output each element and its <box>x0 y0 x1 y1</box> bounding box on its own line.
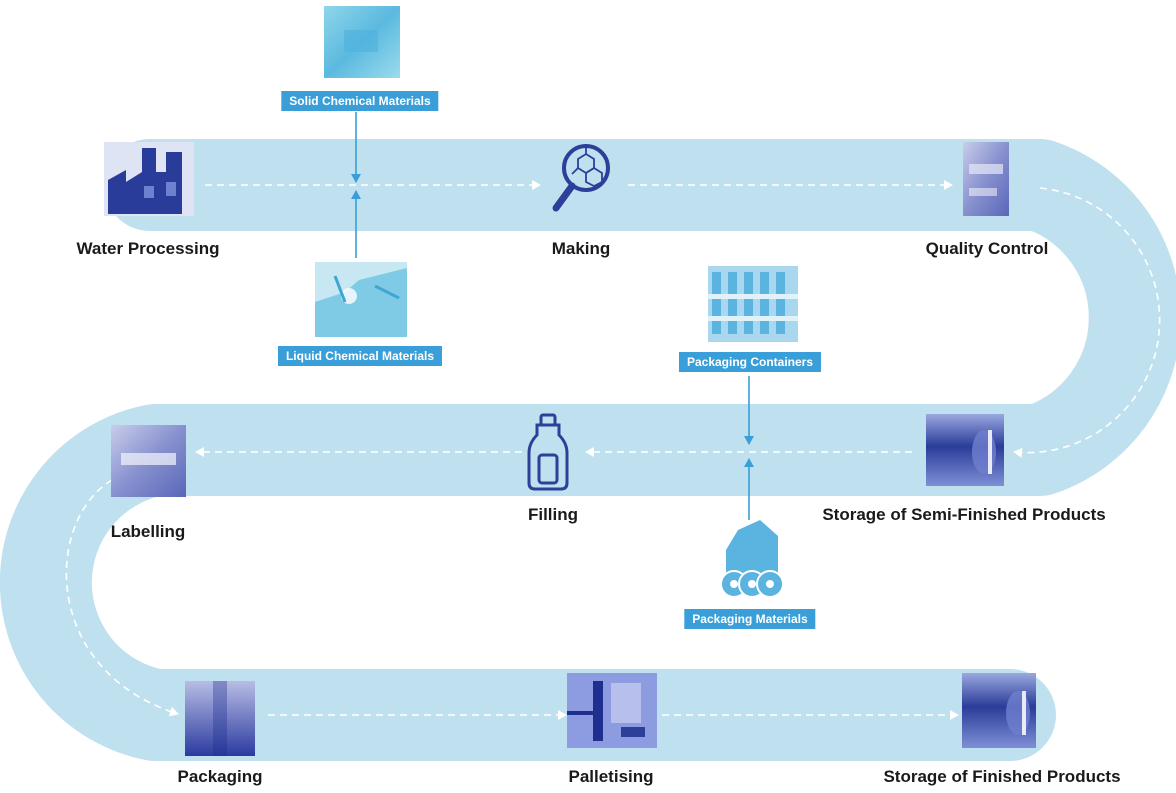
tank-icon <box>926 414 1004 486</box>
step-label-packaging: Packaging <box>177 767 263 786</box>
step-label-quality-control: Quality Control <box>925 239 1049 258</box>
box-icon <box>185 681 255 756</box>
step-label-storage-finished: Storage of Finished Products <box>883 767 1121 786</box>
input-tag-solid-chemicals: Solid Chemical Materials <box>281 91 439 111</box>
step-label-making: Making <box>551 239 611 258</box>
step-label-storage-semi-finished: Storage of Semi-Finished Products <box>822 505 1106 524</box>
containers-icon <box>708 266 798 342</box>
label-icon <box>111 425 186 497</box>
input-arrows <box>351 112 754 520</box>
pallet-icon <box>567 673 657 748</box>
step-label-filling: Filling <box>527 505 579 524</box>
tank-icon <box>962 673 1036 748</box>
step-label-water-processing: Water Processing <box>76 239 220 258</box>
input-tag-packaging-containers: Packaging Containers <box>678 352 822 372</box>
liquid-chemicals-icon <box>315 262 407 337</box>
solid-chemicals-icon <box>324 6 400 78</box>
input-tag-liquid-chemicals: Liquid Chemical Materials <box>277 346 443 366</box>
input-tag-packaging-materials: Packaging Materials <box>684 609 816 629</box>
bottle-icon <box>527 413 569 491</box>
flow-arrows <box>65 180 1161 720</box>
quality-check-icon <box>963 142 1009 216</box>
material-rolls-icon <box>720 520 784 598</box>
flow-arrow-qc-to-storage <box>1013 187 1161 458</box>
step-label-labelling: Labelling <box>110 522 186 541</box>
factory-icon <box>104 142 194 216</box>
step-label-palletising: Palletising <box>568 767 654 786</box>
magnifier-molecule-icon <box>552 144 610 212</box>
